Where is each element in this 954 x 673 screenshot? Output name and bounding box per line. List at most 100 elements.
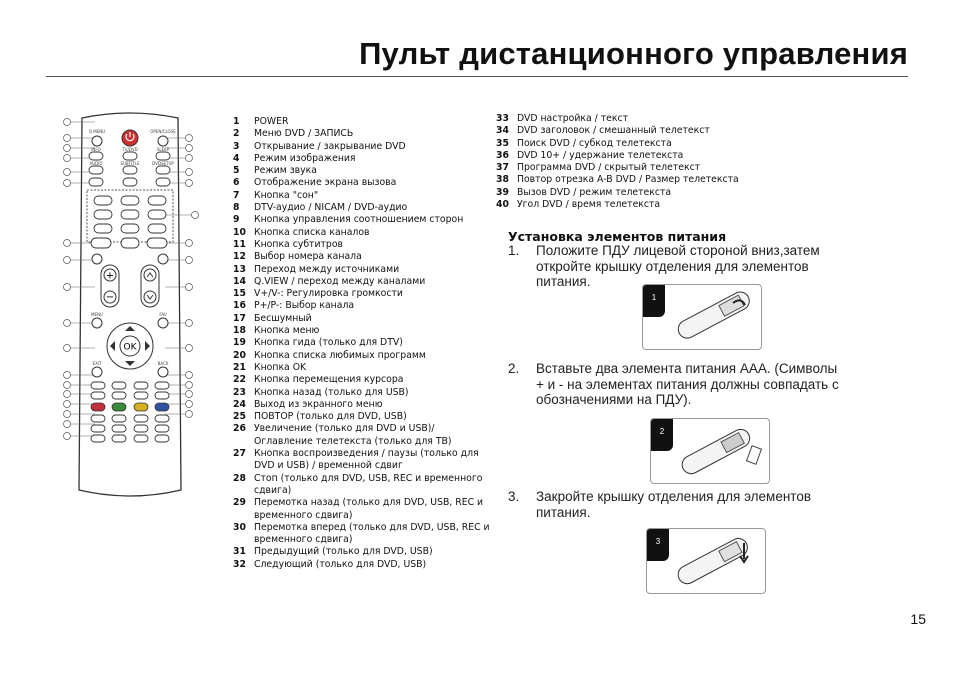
- step-number: 2.: [508, 361, 520, 376]
- legend-number: 29: [233, 497, 246, 509]
- legend-text: Кнопка назад (только для USB): [254, 386, 409, 398]
- legend-number: 17: [233, 312, 246, 324]
- legend-number: 21: [233, 361, 246, 373]
- step-text: + и - на элементах питания должны совпад…: [536, 376, 839, 392]
- legend-text: Вызов DVD / режим телетекста: [517, 186, 672, 198]
- legend-number: 10: [233, 226, 246, 238]
- legend-text: Режим звука: [254, 165, 317, 177]
- label-exit: EXIT: [93, 361, 102, 366]
- legend-text: Поиск DVD / субкод телетекста: [517, 137, 672, 149]
- label-menu: MENU: [91, 312, 103, 317]
- battery-heading: Установка элементов питания: [508, 229, 727, 244]
- legend-number: 31: [233, 546, 246, 558]
- svg-text:OK: OK: [124, 343, 138, 353]
- legend-item: 31 Предыдущий (только для DVD, USB): [233, 546, 493, 558]
- legend-item: 33 DVD настройка / текст: [496, 113, 756, 125]
- step-text: Вставьте два элемента питания AAA. (Симв…: [536, 361, 838, 376]
- legend-number: 20: [233, 349, 246, 361]
- step-text: обозначениями на ПДУ).: [536, 392, 692, 407]
- legend-item: 28 Стоп (только для DVD, USB, REC и време…: [233, 473, 493, 498]
- step-number: 1.: [508, 243, 520, 258]
- remote-svg: + − OK Q.ME: [63, 112, 199, 497]
- page-title: Пульт дистанционного управления: [359, 36, 908, 71]
- legend-number: 12: [233, 251, 246, 263]
- step-number: 3.: [508, 489, 520, 504]
- legend-number: 28: [233, 472, 246, 484]
- step-text: откройте крышку отделения для элементов: [536, 258, 809, 274]
- legend-text: Кнопка "сон": [254, 189, 319, 201]
- legend-text: Кнопка меню: [254, 325, 320, 337]
- legend-number: 35: [496, 137, 509, 149]
- legend-number: 36: [496, 149, 509, 161]
- legend-item: 38 Повтор отрезка A-B DVD / Размер телете…: [496, 174, 756, 186]
- legend-text: Открывание / закрывание DVD: [254, 140, 406, 152]
- legend-number: 2: [233, 128, 240, 140]
- legend-text: DVD настройка / текст: [517, 113, 629, 124]
- remote-back-illustration: [677, 291, 750, 339]
- legend-item: 35 Поиск DVD / субкод телетекста: [496, 138, 756, 150]
- legend-number: 14: [233, 275, 246, 287]
- legend-item: 6 Отображение экрана вызова: [233, 177, 493, 189]
- battery-step-2: 2. Вставьте два элемента питания AAA. (Си…: [508, 361, 839, 408]
- legend-item: 24 Выход из экранного меню: [233, 399, 493, 411]
- legend-text: Программа DVD / скрытый телетекст: [517, 162, 701, 174]
- legend-text: Выбор номера канала: [254, 251, 362, 263]
- legend-item: 13 Переход между источниками: [233, 264, 493, 276]
- legend-number: 33: [496, 113, 509, 124]
- legend-number: 6: [233, 177, 240, 189]
- legend-text: Кнопка гида (только для DTV): [254, 337, 403, 349]
- legend-number: 38: [496, 174, 509, 186]
- legend-text: Меню DVD / ЗАПИСЬ: [254, 128, 354, 140]
- legend-text: Повтор отрезка A-B DVD / Размер телетекс…: [517, 174, 739, 186]
- legend-number: 16: [233, 300, 246, 312]
- legend-item: 16 P+/P-: Выбор канала: [233, 300, 493, 312]
- legend-text: Отображение экрана вызова: [254, 177, 397, 189]
- legend-number: 40: [496, 199, 509, 211]
- legend-number: 25: [233, 411, 246, 423]
- label-subtitle: SUBTITLE: [120, 161, 140, 166]
- legend-item: 2 Меню DVD / ЗАПИСЬ: [233, 128, 493, 140]
- legend-number: 8: [233, 202, 240, 214]
- label-fav: FAV: [159, 312, 166, 317]
- step-badge: 3: [647, 529, 669, 561]
- legend-text: Переход между источниками: [254, 263, 400, 275]
- legend-number: 18: [233, 325, 246, 337]
- legend-number: 1: [233, 116, 240, 127]
- legend-number: 7: [233, 189, 240, 201]
- label-audio: AUDIO: [89, 161, 102, 166]
- label-qmenu: Q.MENU: [89, 129, 105, 134]
- page-number: 15: [910, 611, 926, 627]
- legend-text: Стоп (только для DVD, USB, REC и временн…: [254, 472, 483, 496]
- legend-number: 30: [233, 521, 246, 533]
- legend-text: Кнопка воспроизведения / паузы (только д…: [254, 448, 479, 472]
- legend-text: Предыдущий (только для DVD, USB): [254, 546, 433, 558]
- legend-text: Выход из экранного меню: [254, 398, 383, 410]
- legend-number: 13: [233, 263, 246, 275]
- legend-text: P+/P-: Выбор канала: [254, 300, 355, 312]
- svg-text:−: −: [106, 292, 114, 303]
- legend-text: Кнопка списка каналов: [254, 226, 370, 238]
- battery-step-3: 3.Закройте крышку отделения для элементо…: [508, 489, 811, 520]
- legend-number: 24: [233, 398, 246, 410]
- legend-number: 9: [233, 214, 240, 226]
- legend-item: 12 Выбор номера канала: [233, 251, 493, 263]
